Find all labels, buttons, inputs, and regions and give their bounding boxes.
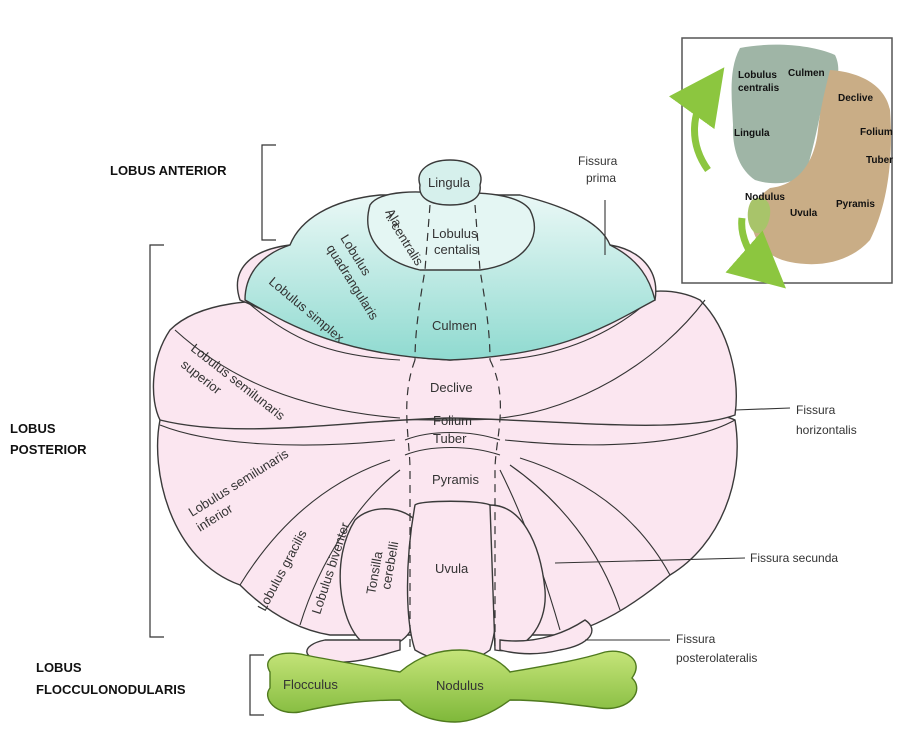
lobus-posterior-label-1: LOBUS [10,421,56,436]
fissura-posterolateralis-label-2: posterolateralis [676,651,757,665]
anterior-bracket [262,145,276,240]
inset-lingula: Lingula [734,128,770,139]
lobulus-centralis-label-2: centalis [434,242,479,257]
folium-label: Folium [433,413,472,428]
lobus-flocculonodularis-label-2: FLOCCULONODULARIS [36,682,186,697]
fissura-prima-label-1: Fissura [578,154,618,168]
fissura-posterolateralis-label-1: Fissura [676,632,716,646]
inset-declive: Declive [838,93,873,104]
inset-uvula: Uvula [790,208,818,219]
fissura-horizontalis-label-2: horizontalis [796,423,857,437]
inset-photo: Lobulus centralis Culmen Declive Lingula… [682,38,893,283]
inset-tuber: Tuber [866,155,893,166]
lobus-flocculonodularis-label-1: LOBUS [36,660,82,675]
lobus-anterior-label: LOBUS ANTERIOR [110,163,227,178]
flocculus-label: Flocculus [283,677,338,692]
lingula-label: Lingula [428,175,471,190]
inset-culmen: Culmen [788,68,825,79]
lobulus-centralis-label-1: Lobulus [432,226,478,241]
fissura-horizontalis-label-1: Fissura [796,403,836,417]
declive-label: Declive [430,380,473,395]
fissura-secunda-label: Fissura secunda [750,551,838,565]
lobus-posterior-label-2: POSTERIOR [10,442,87,457]
inset-lobulus-centralis-2: centralis [738,83,780,94]
flocculonodular-bracket [250,655,264,715]
uvula-label: Uvula [435,561,469,576]
inset-folium: Folium [860,127,893,138]
inset-nodulus: Nodulus [745,192,785,203]
pyramis-label: Pyramis [432,472,479,487]
nodulus-label: Nodulus [436,678,484,693]
inset-pyramis: Pyramis [836,199,875,210]
inset-lobulus-centralis-1: Lobulus [738,70,777,81]
culmen-label: Culmen [432,318,477,333]
fissura-prima-label-2: prima [586,171,616,185]
tuber-label: Tuber [433,431,467,446]
